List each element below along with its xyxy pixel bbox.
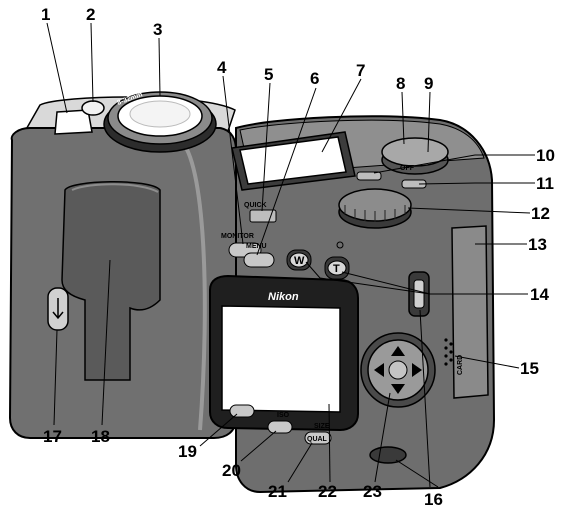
flash-window xyxy=(54,109,93,135)
callout-12: 12 xyxy=(531,204,550,223)
callout-5: 5 xyxy=(264,65,273,84)
callout-21: 21 xyxy=(268,482,287,501)
brand-logo: Nikon xyxy=(268,291,299,303)
command-dial[interactable] xyxy=(338,188,412,229)
callout-14: 14 xyxy=(530,285,549,304)
monitor-screen: Nikon xyxy=(209,274,359,432)
arrow-right-icon xyxy=(412,363,422,377)
callout-20: 20 xyxy=(222,461,241,480)
callout-7: 7 xyxy=(356,61,365,80)
callout-lines xyxy=(46,22,535,488)
menu-label: MENU xyxy=(246,243,267,250)
zoom-magnify-icon xyxy=(336,241,344,249)
lens-cover-panel xyxy=(61,181,161,381)
quick-label: QUICK xyxy=(244,202,267,209)
callout-17: 17 xyxy=(43,427,62,446)
callout-2: 2 xyxy=(86,5,95,24)
callout-16: 16 xyxy=(424,490,443,509)
callout-4: 4 xyxy=(217,58,227,77)
mode-button-19[interactable] xyxy=(229,404,255,418)
menu-button[interactable]: MENU xyxy=(243,243,275,268)
callout-1: 1 xyxy=(41,5,50,24)
callout-19: 19 xyxy=(178,442,197,461)
battery-latch[interactable] xyxy=(47,287,69,331)
zoom-tele-button[interactable]: T xyxy=(324,256,350,280)
callout-11: 11 xyxy=(536,174,554,193)
callout-8: 8 xyxy=(396,74,405,93)
mode-dial[interactable]: OFF xyxy=(381,137,449,175)
mode-off-label: OFF xyxy=(400,165,415,172)
zoom-t-label: T xyxy=(333,263,340,275)
callout-15: 15 xyxy=(520,359,539,378)
callout-10: 10 xyxy=(536,146,555,165)
card-slot-cover[interactable] xyxy=(451,225,489,399)
arrow-left-icon xyxy=(374,363,384,377)
control-panel-lcd xyxy=(239,136,347,185)
card-label: CARD xyxy=(457,355,464,375)
callout-numbers: 1 2 3 4 5 6 7 8 9 10 11 12 13 14 15 16 1… xyxy=(41,5,555,509)
iso-button[interactable]: ISO xyxy=(267,412,293,434)
callout-6: 6 xyxy=(310,69,319,88)
iso-label: ISO xyxy=(277,412,290,419)
arrow-up-icon xyxy=(391,346,405,356)
callout-23: 23 xyxy=(363,482,382,501)
callout-18: 18 xyxy=(91,427,110,446)
arrow-down-icon xyxy=(391,384,405,394)
viewfinder-window xyxy=(81,100,105,116)
callout-13: 13 xyxy=(528,235,547,254)
callout-9: 9 xyxy=(424,74,433,93)
strap-eyelet-bottom xyxy=(369,446,407,464)
lens: 8-32mm xyxy=(103,91,217,153)
callout-22: 22 xyxy=(318,482,337,501)
callout-3: 3 xyxy=(153,20,162,39)
speaker-grille xyxy=(444,338,453,366)
multi-selector[interactable] xyxy=(360,332,436,408)
size-label: SIZE xyxy=(314,423,330,430)
zoom-w-label: W xyxy=(294,255,305,267)
qual-label: QUAL xyxy=(307,436,328,443)
qual-button[interactable]: QUAL SIZE xyxy=(304,423,332,445)
monitor-label: MONITOR xyxy=(221,233,254,240)
flash-mode-button[interactable] xyxy=(356,171,382,181)
lens-unit: 8-32mm xyxy=(8,91,237,439)
strap-eyelet-top-inner xyxy=(413,279,425,309)
zoom-wide-button[interactable]: W xyxy=(286,249,312,271)
